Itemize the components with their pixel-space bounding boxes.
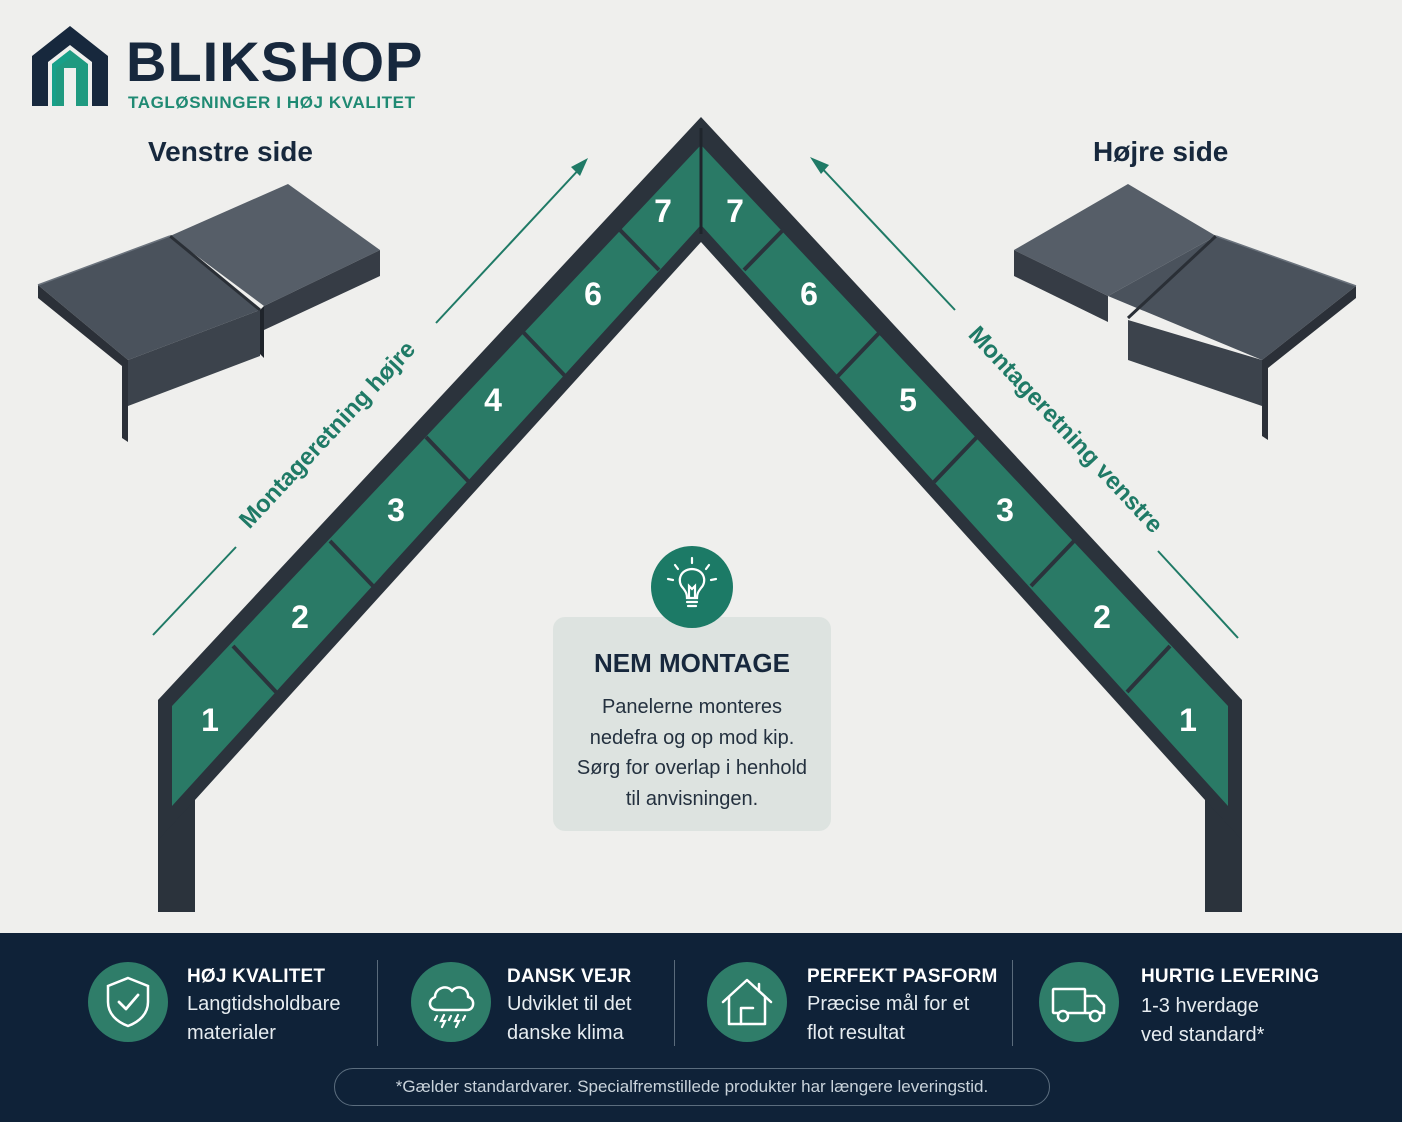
left-panel-number-6: 6	[584, 276, 602, 312]
feature-divider	[377, 960, 378, 1046]
feature-icon-circle	[411, 962, 491, 1042]
feature-line: 1-3 hverdage	[1141, 995, 1259, 1017]
left-panel-band	[172, 146, 700, 806]
feature-icon-circle	[707, 962, 787, 1042]
house-icon	[721, 978, 773, 1026]
shield-check-icon	[106, 976, 150, 1028]
left-panel-number-4: 4	[484, 382, 502, 418]
tip-line: Sørg for overlap i henhold	[576, 757, 808, 779]
brand-tagline: TAGLØSNINGER I HØJ KVALITET	[128, 93, 416, 112]
feature-divider	[674, 960, 675, 1046]
feature-icon-circle	[88, 962, 168, 1042]
right-panel-band	[702, 146, 1228, 806]
feature-line: Præcise mål for et	[807, 993, 970, 1015]
brand-name: BLIKSHOP	[126, 30, 424, 93]
feature-divider	[1012, 960, 1013, 1046]
roof-diagram	[152, 117, 1242, 912]
right-panel-number-1: 1	[1179, 702, 1197, 738]
lightbulb-icon	[666, 556, 718, 608]
feature-title-delivery: HURTIG LEVERING	[1141, 966, 1320, 987]
right-panel-number-2: 2	[1093, 599, 1111, 635]
footnote: *Gælder standardvarer. Specialfremstille…	[334, 1068, 1050, 1106]
feature-desc-weather: Udviklet til det danske klima	[507, 990, 632, 1048]
feature-line: Udviklet til det	[507, 993, 632, 1015]
feature-line: ved standard*	[1141, 1024, 1265, 1046]
tip-line: til anvisningen.	[625, 787, 759, 810]
feature-line: materialer	[187, 1022, 276, 1044]
feature-title-fit: PERFEKT PASFORM	[807, 966, 998, 987]
left-panel-number-3: 3	[387, 492, 405, 528]
feature-title-weather: DANSK VEJR	[507, 966, 632, 987]
left-side-title: Venstre side	[148, 136, 313, 167]
right-direction-label: Montageretning venstre	[963, 321, 1168, 538]
blikshop-logo-icon	[32, 26, 108, 106]
right-panel-number-7: 7	[726, 193, 744, 229]
tip-box	[553, 617, 831, 831]
feature-desc-quality: Langtidsholdbare materialer	[187, 990, 340, 1048]
left-profile-illustration	[37, 184, 380, 442]
left-panel-number-2: 2	[291, 599, 309, 635]
tip-title: NEM MONTAGE	[594, 648, 790, 678]
right-panel-number-3: 3	[996, 492, 1014, 528]
feature-line: Langtidsholdbare	[187, 993, 341, 1015]
right-profile-illustration	[1014, 184, 1357, 440]
right-side-title: Højre side	[1093, 136, 1229, 167]
left-panel-numbers: 1 2 3 4 6 7 1 2 3 5 6 7 Montageretning h…	[201, 193, 1197, 738]
features-footer	[0, 933, 1402, 1122]
truck-icon	[1051, 987, 1106, 1023]
left-panel-number-7: 7	[654, 193, 672, 229]
feature-line: danske klima	[507, 1022, 624, 1044]
tip-line: nedefra og op mod kip.	[589, 726, 795, 749]
feature-desc-fit: Præcise mål for et flot resultat	[807, 990, 969, 1048]
tip-line: Panelerne monteres	[601, 696, 783, 718]
storm-cloud-icon	[428, 986, 475, 1029]
tip-body: Panelerne monteres nedefra og op mod kip…	[553, 692, 831, 814]
right-panel-number-5: 5	[899, 382, 917, 418]
left-panel-number-1: 1	[201, 702, 219, 738]
right-panel-number-6: 6	[800, 276, 818, 312]
feature-desc-delivery: 1-3 hverdage ved standard*	[1141, 992, 1264, 1050]
tip-icon-circle	[651, 546, 733, 628]
feature-line: flot resultat	[807, 1022, 905, 1044]
feature-icon-circle	[1039, 962, 1119, 1042]
feature-title-quality: HØJ KVALITET	[187, 966, 326, 987]
